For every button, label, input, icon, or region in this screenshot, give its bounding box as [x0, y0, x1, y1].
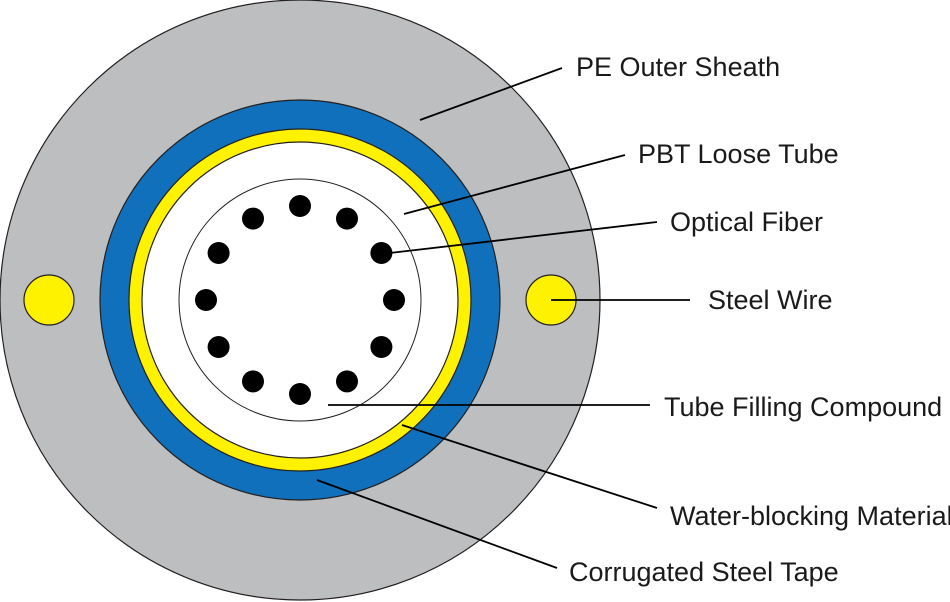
- leader-corrugated-steel-tape: [316, 479, 558, 569]
- optical-fiber-dot: [383, 289, 405, 311]
- steel-wire-left: [23, 274, 75, 326]
- optical-fiber-dot: [195, 289, 217, 311]
- optical-fiber-dot: [336, 207, 358, 230]
- leader-pbt-loose-tube: [403, 154, 626, 215]
- optical-fiber-dot: [370, 336, 393, 358]
- optical-fiber-dot: [289, 383, 311, 405]
- optical-fiber-dot: [207, 242, 230, 264]
- leader-optical-fiber: [380, 221, 658, 255]
- label-corrugated-steel-tape: Corrugated Steel Tape: [569, 557, 839, 587]
- optical-fiber-dot: [289, 195, 311, 217]
- optical-fiber-dot: [242, 370, 264, 393]
- optical-fibers: [195, 195, 405, 405]
- label-pe-outer-sheath: PE Outer Sheath: [576, 52, 780, 82]
- leader-water-blocking-material: [401, 424, 658, 509]
- optical-fiber-dot: [336, 370, 358, 393]
- tube-filling-compound: [178, 178, 422, 422]
- leader-pe-outer-sheath: [419, 67, 563, 121]
- label-pbt-loose-tube: PBT Loose Tube: [638, 139, 839, 169]
- label-water-blocking-material: Water-blocking Material: [670, 501, 950, 531]
- optical-fiber-dot: [370, 242, 393, 264]
- optical-fiber-dot: [242, 207, 264, 230]
- label-optical-fiber: Optical Fiber: [670, 207, 823, 237]
- label-steel-wire: Steel Wire: [708, 285, 833, 315]
- optical-fiber-dot: [207, 336, 230, 358]
- label-tube-filling-compound: Tube Filling Compound: [664, 392, 942, 422]
